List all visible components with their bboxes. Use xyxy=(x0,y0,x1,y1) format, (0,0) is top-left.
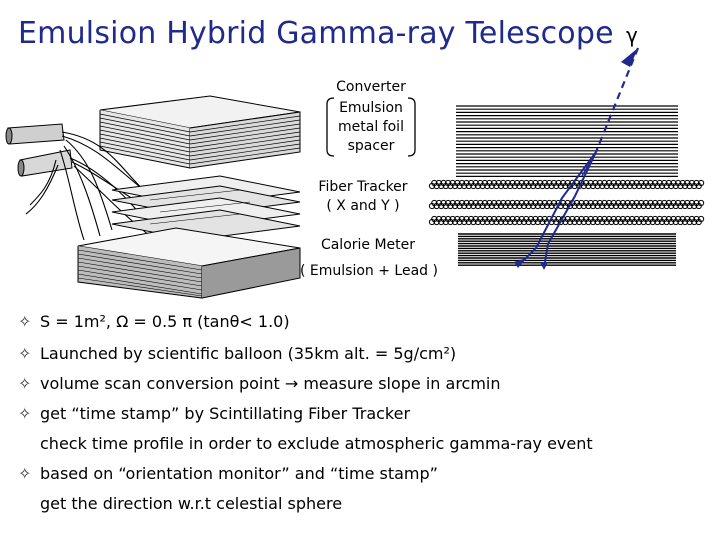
calorimeter-layer-stack xyxy=(458,233,676,266)
fiber-tracker-layers xyxy=(428,179,705,226)
fiber-circle xyxy=(698,179,705,187)
detector-sketch xyxy=(5,95,301,299)
fiber-circle xyxy=(698,199,705,207)
bullet-launch: ✧Launched by scientific balloon (35km al… xyxy=(18,344,457,363)
converter-items: Emulsion metal foil spacer xyxy=(330,99,412,156)
fiber-tracker-sub: ( X and Y ) xyxy=(326,198,400,214)
calorimeter-label: Calorie Meter xyxy=(320,237,416,253)
bullet-time-stamp: ✧get “time stamp” by Scintillating Fiber… xyxy=(18,404,411,423)
converter-bracket xyxy=(326,97,416,157)
bullet-orientation: ✧based on “orientation monitor” and “tim… xyxy=(18,464,438,483)
fiber-tracker-plates xyxy=(111,175,301,241)
bullet-time-profile: check time profile in order to exclude a… xyxy=(40,434,593,453)
gamma-ray-track xyxy=(514,47,640,270)
converter-item-metal-foil: metal foil xyxy=(338,119,404,135)
bullet-direction: get the direction w.r.t celestial sphere xyxy=(40,494,343,513)
page-title: Emulsion Hybrid Gamma-ray Telescope xyxy=(18,16,614,51)
converter-label: Converter xyxy=(336,79,406,95)
bullet-area: ✧S = 1m², Ω = 0.5 π (tanθ< 1.0) xyxy=(18,312,290,331)
fiber-tracker-label: Fiber Tracker xyxy=(318,179,408,195)
gamma-label: γ xyxy=(626,23,638,47)
calorimeter-sub: ( Emulsion + Lead ) xyxy=(300,263,438,279)
calorimeter-drawing xyxy=(77,227,301,299)
fiber-circle xyxy=(698,215,705,223)
converter-item-spacer: spacer xyxy=(347,138,395,154)
converter-layer-stack xyxy=(456,105,678,177)
converter-item-emulsion: Emulsion xyxy=(339,100,403,116)
bullet-volume-scan: ✧volume scan conversion point → measure … xyxy=(18,374,501,393)
photomultiplier-tubes xyxy=(5,123,73,177)
converter-stack-drawing xyxy=(99,95,301,169)
